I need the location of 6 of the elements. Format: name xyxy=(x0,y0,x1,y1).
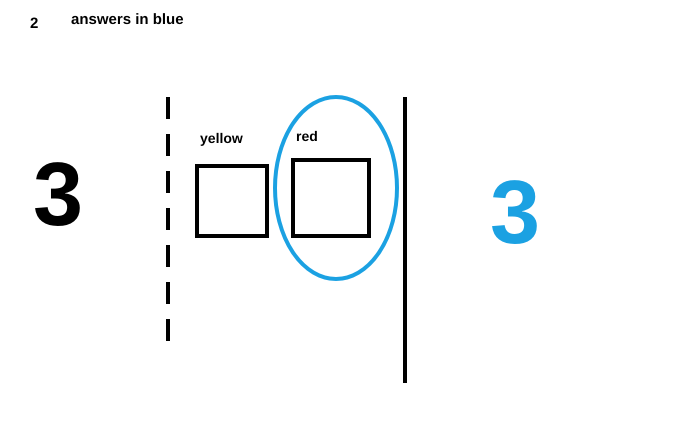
note-text: answers in blue xyxy=(71,12,184,27)
number-label: 3 xyxy=(33,150,84,240)
question-number: 2 xyxy=(30,16,38,31)
box-heading: yellow xyxy=(200,130,243,146)
answer-number: 3 xyxy=(490,168,540,258)
box-heading: red xyxy=(296,128,318,144)
